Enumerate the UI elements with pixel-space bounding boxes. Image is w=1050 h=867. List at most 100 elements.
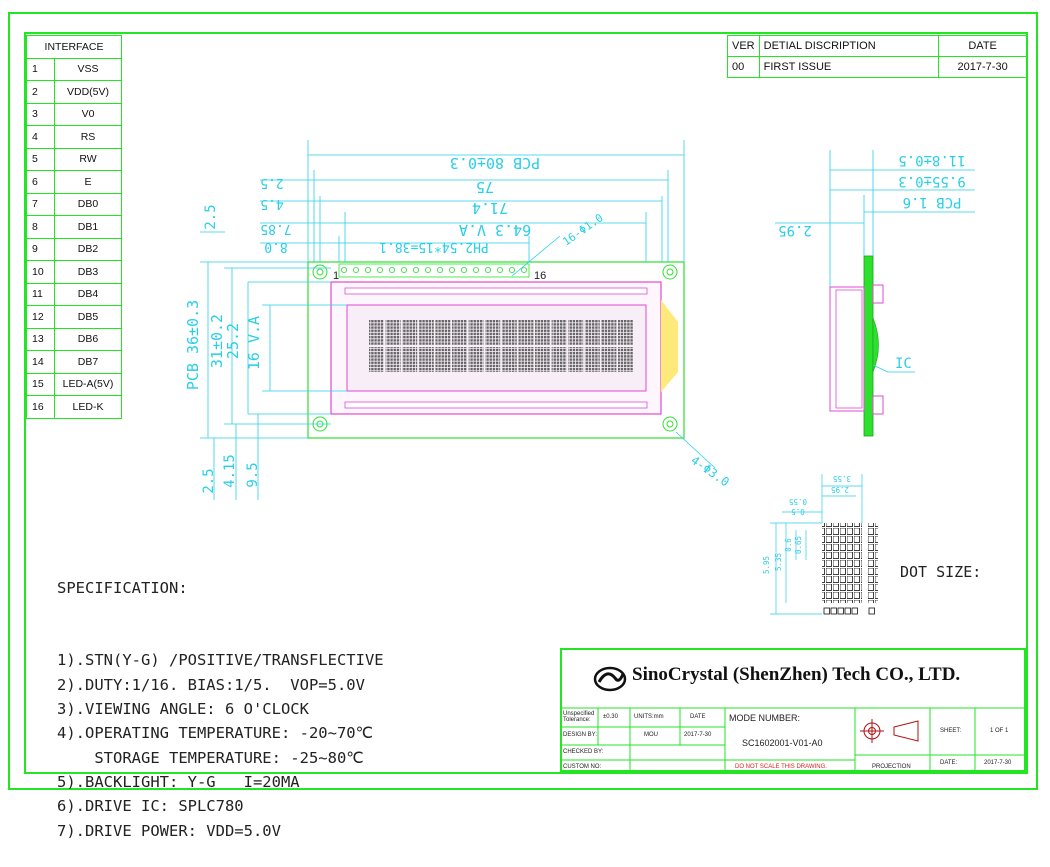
character-cell xyxy=(418,347,434,372)
dim-75-label: 75 xyxy=(476,178,494,196)
spec-line: 2).DUTY:1/16. BIAS:1/5. VOP=5.0V xyxy=(57,675,365,694)
pin-hole xyxy=(436,266,443,273)
pin-name: DB2 xyxy=(54,237,122,261)
specification: SPECIFICATION: 1).STN(Y-G) /POSITIVE/TRA… xyxy=(57,527,384,867)
spec-line: 7).DRIVE POWER: VDD=5.0V xyxy=(57,821,281,840)
dim-4-5-label: 4.5 xyxy=(260,196,283,211)
design-by-label: DESIGN BY: xyxy=(563,732,598,738)
units-label: UNITS:mm xyxy=(634,714,664,720)
pcb-height-label: PCB 36±0.3 xyxy=(184,300,202,390)
dim-2-5-left-label: 2.5 xyxy=(203,204,219,229)
pin-name: E xyxy=(54,170,122,194)
version-table: VER DETIAL DISCRIPTION DATE 00 FIRST ISS… xyxy=(727,35,1028,78)
pcb-width-label: PCB 80±0.3 xyxy=(450,154,540,172)
pin-name: LED-K xyxy=(54,395,122,419)
character-cell xyxy=(468,320,484,345)
character-cell xyxy=(485,320,501,345)
company-name: SinoCrystal (ShenZhen) Tech CO., LTD. xyxy=(632,664,961,685)
pin-header xyxy=(338,263,530,278)
character-cell xyxy=(452,320,467,345)
tolerance-label: Unspecified Tolerance: xyxy=(563,711,595,723)
projection-symbol xyxy=(860,719,919,743)
dim-11-8-label: 11.8±0.5 xyxy=(898,152,965,168)
front-view: PCB 80±0.3 75 71.4 64.3 V.A PH2.54*15=38… xyxy=(184,140,732,500)
dim-9-5-label: 9.5 xyxy=(245,462,261,487)
character-cell xyxy=(568,347,584,372)
character-cell xyxy=(535,320,550,345)
pin-hole xyxy=(340,266,347,273)
drawing-inner-border xyxy=(24,32,1028,774)
pin-hole xyxy=(472,266,479,273)
character-cell xyxy=(601,347,617,372)
dim-2-5-bottom-label: 2.5 xyxy=(201,468,217,493)
projection-label: PROJECTION xyxy=(872,764,911,770)
spec-line: STORAGE TEMPERATURE: -25~80℃ xyxy=(57,748,364,767)
dot-dim-h: 0.65 xyxy=(794,536,803,554)
pin-hole xyxy=(388,266,395,273)
character-cell xyxy=(535,347,550,372)
character-cell xyxy=(418,320,434,345)
pin-name: RW xyxy=(54,147,122,171)
company-logo xyxy=(593,666,627,697)
scale-warning: DO NOT SCALE THIS DRAWING. xyxy=(735,764,827,770)
drawing-outer-border xyxy=(8,12,1038,790)
spec-line: 4).OPERATING TEMPERATURE: -20~70℃ xyxy=(57,724,374,743)
pin-hole xyxy=(521,266,528,273)
model-number-value: SC1602001-V01-A0 xyxy=(742,738,823,748)
lcd-top-seal xyxy=(344,287,648,295)
character-cell xyxy=(518,320,534,345)
pin-name: DB0 xyxy=(54,192,122,216)
dim-31-label: 31±0.2 xyxy=(208,314,226,368)
dot-dim-b: 2.95 xyxy=(831,485,849,494)
side-lcd xyxy=(829,286,865,412)
spec-line: 6).DRIVE IC: SPLC780 xyxy=(57,797,244,816)
front-dimensions xyxy=(200,140,716,500)
character-cell xyxy=(435,320,451,345)
dim-64-3-label: 64.3 V.A xyxy=(459,221,531,239)
dot-dim-a: 3.55 xyxy=(833,474,851,483)
dot-dim-f: 5.35 xyxy=(774,553,783,571)
pin-hole xyxy=(448,266,455,273)
pin-name: VDD(5V) xyxy=(54,80,122,104)
custom-no-label: CUSTOM NO: xyxy=(563,764,602,770)
date-col-label: DATE xyxy=(690,714,706,720)
pin-1-label: 1 xyxy=(333,270,339,282)
pin-name: DB4 xyxy=(54,282,122,306)
dim-71-4-label: 71.4 xyxy=(472,199,508,217)
side-ic-blob xyxy=(872,317,879,373)
character-cell xyxy=(402,320,418,345)
dot-dim-e: 5.95 xyxy=(762,556,771,574)
character-cell xyxy=(551,320,567,345)
spec-line: 1).STN(Y-G) /POSITIVE/TRANSFLECTIVE xyxy=(57,651,384,670)
pin-number: 4 xyxy=(26,125,55,149)
pin-name: LED-A(5V) xyxy=(54,372,122,396)
spec-line: 5).BACKLIGHT: Y-G I=20MA xyxy=(57,772,300,791)
pin-hole-label: 16-Φ1.0 xyxy=(560,211,605,248)
title-block xyxy=(560,648,1026,772)
pin-16-label: 16 xyxy=(534,270,546,282)
character-cell xyxy=(584,320,600,345)
character-cell xyxy=(485,347,501,372)
dim-2-5-top-label: 2.5 xyxy=(260,175,283,190)
desc-header: DETIAL DISCRIPTION xyxy=(758,35,939,57)
character-cell xyxy=(584,347,600,372)
cursor-dots xyxy=(823,607,875,615)
dot-matrix xyxy=(822,523,862,603)
dim-8-label: 8.0 xyxy=(264,239,287,254)
side-bracket-bottom xyxy=(872,395,884,415)
character-cell xyxy=(385,320,401,345)
dim-16va-label: 16 V.A xyxy=(245,316,263,370)
character-cell xyxy=(551,347,567,372)
ic-label: IC xyxy=(895,356,912,372)
title-block-grid xyxy=(560,707,1026,772)
technical-drawing: PCB 80±0.3 75 71.4 64.3 V.A PH2.54*15=38… xyxy=(184,140,1026,772)
character-area xyxy=(369,320,633,372)
